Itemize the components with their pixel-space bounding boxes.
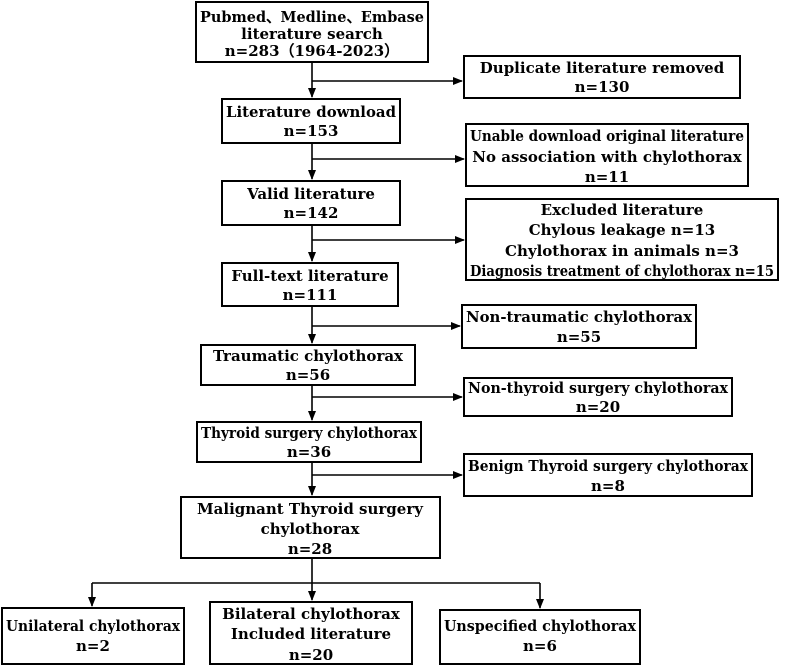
box-nonthyroid-line-2: n=20	[576, 398, 620, 416]
box-benign	[463, 453, 753, 497]
box-unable-line-3: n=11	[585, 168, 629, 186]
box-unable-line-2: No association with chylothorax	[472, 148, 742, 166]
box-thyroid-line-2: n=36	[287, 443, 331, 461]
box-excluded-line-1: Excluded literature	[541, 201, 704, 219]
box-excluded-line-4: Diagnosis treatment of chylothorax n=15	[470, 262, 774, 280]
box-unilateral-line-2: n=2	[76, 637, 110, 655]
box-bilateral-line-1: Bilateral chylothorax	[222, 605, 401, 623]
box-bilateral	[209, 601, 413, 665]
box-fulltext-line-1: Full-text literature	[231, 267, 388, 285]
box-valid-line-1: Valid literature	[246, 185, 375, 203]
box-search-line-3: n=283（1964-2023）	[225, 42, 400, 60]
box-unilateral-line-1: Unilateral chylothorax	[6, 617, 181, 635]
box-traumatic-line-1: Traumatic chylothorax	[213, 347, 404, 365]
box-unable-line-1: Unable download original literature	[470, 127, 744, 145]
box-download-line-2: n=153	[284, 122, 339, 140]
box-bilateral-line-3: n=20	[289, 646, 333, 664]
box-unspecified-line-1: Unspecified chylothorax	[444, 617, 637, 635]
box-search	[195, 1, 429, 63]
box-unspecified	[439, 609, 641, 665]
box-search-line-2: literature search	[241, 25, 383, 43]
box-unilateral	[1, 607, 185, 665]
box-duplicates-line-2: n=130	[575, 78, 630, 96]
box-benign-line-1: Benign Thyroid surgery chylothorax	[468, 457, 749, 475]
box-duplicates	[463, 55, 741, 99]
box-download	[221, 98, 401, 144]
box-excluded	[465, 198, 779, 281]
box-unable	[465, 123, 749, 187]
box-fulltext-line-2: n=111	[283, 286, 338, 304]
box-nonthyroid	[463, 377, 733, 417]
box-malignant-line-3: n=28	[288, 540, 332, 558]
box-search-line-1: Pubmed、Medline、Embase	[200, 8, 424, 26]
box-malignant-line-1: Malignant Thyroid surgery	[197, 500, 424, 518]
box-traumatic-line-2: n=56	[286, 366, 330, 384]
box-traumatic	[200, 344, 416, 386]
box-fulltext	[221, 262, 399, 307]
box-benign-line-2: n=8	[591, 477, 625, 495]
box-valid	[221, 180, 401, 226]
box-malignant	[180, 496, 441, 559]
box-nontraumatic	[461, 304, 697, 349]
box-nontraumatic-line-2: n=55	[557, 328, 601, 346]
box-thyroid	[196, 421, 422, 463]
box-malignant-line-2: chylothorax	[261, 520, 361, 538]
box-excluded-line-2: Chylous leakage n=13	[529, 221, 716, 239]
box-download-line-1: Literature download	[226, 103, 396, 121]
box-excluded-line-3: Chylothorax in animals n=3	[505, 242, 739, 260]
box-thyroid-line-1: Thyroid surgery chylothorax	[201, 424, 418, 442]
box-duplicates-line-1: Duplicate literature removed	[480, 59, 725, 77]
box-nonthyroid-line-1: Non-thyroid surgery chylothorax	[468, 379, 729, 397]
box-bilateral-line-2: Included literature	[231, 625, 391, 643]
box-valid-line-2: n=142	[284, 204, 339, 222]
box-unspecified-line-2: n=6	[523, 637, 557, 655]
box-nontraumatic-line-1: Non-traumatic chylothorax	[466, 308, 693, 326]
